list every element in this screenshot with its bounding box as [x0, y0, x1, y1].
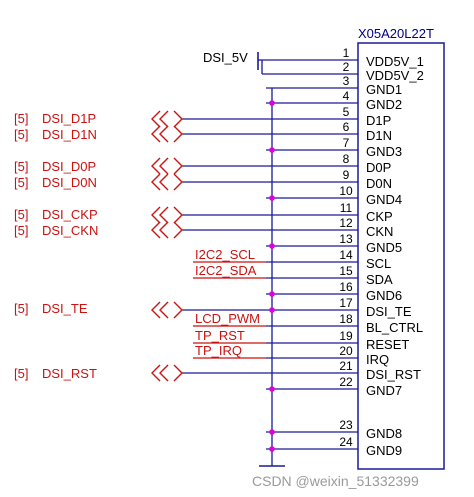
pin-name: CKP: [366, 209, 393, 224]
pin-name: D1N: [366, 128, 392, 143]
pin-number: 19: [339, 329, 353, 343]
pin-name: VDD5V_2: [366, 68, 424, 83]
pin-number: 21: [339, 359, 353, 373]
pin-name: SDA: [366, 272, 393, 287]
port-chevron-symbol: [151, 110, 183, 128]
junction-dot: [269, 429, 275, 435]
pin-number: 22: [339, 375, 353, 389]
wires-layer: [182, 59, 358, 467]
port-net-name: DSI_D0P: [42, 159, 96, 174]
port-chevron-symbol: [151, 206, 183, 224]
port-net-name: DSI_CKN: [42, 223, 98, 238]
pin-name: GND5: [366, 240, 402, 255]
junction-dot: [269, 386, 275, 392]
net-label: LCD_PWM: [195, 311, 260, 326]
port-chevron-symbol: [151, 125, 183, 143]
net-ports-layer: [5] DSI_D1P [5] DSI_D1N [5] DSI_D0P [5] DSI_D0N…: [14, 110, 183, 382]
pin-name: GND3: [366, 144, 402, 159]
pin-number: 18: [339, 312, 353, 326]
pin-name: DSI_RST: [366, 367, 421, 382]
port-net-name: DSI_TE: [42, 301, 88, 316]
net-label: I2C2_SCL: [195, 247, 255, 262]
port-ref: [5]: [14, 207, 28, 222]
port-chevron-symbol: [151, 157, 183, 175]
pin-number: 6: [343, 120, 350, 134]
port-ref: [5]: [14, 366, 28, 381]
junction-dot: [269, 446, 275, 452]
junction-dot: [269, 100, 275, 106]
pin-number: 2: [343, 60, 350, 74]
pin-number: 12: [339, 216, 353, 230]
power-symbol: DSI_5V: [203, 50, 262, 70]
pin-number: 20: [339, 344, 353, 358]
pin-name: GND6: [366, 288, 402, 303]
pin-number: 9: [343, 168, 350, 182]
net-label: I2C2_SDA: [195, 263, 257, 278]
pin-number: 8: [343, 152, 350, 166]
junction-dot: [269, 291, 275, 297]
pin-name: GND2: [366, 97, 402, 112]
pin-number: 14: [339, 248, 353, 262]
port-chevron-symbol: [151, 364, 183, 382]
port-net-name: DSI_CKP: [42, 207, 98, 222]
pin-number: 5: [343, 105, 350, 119]
pin-name: D0N: [366, 176, 392, 191]
junction-dot: [269, 147, 275, 153]
port-chevron-symbol: [151, 301, 183, 319]
pin-number: 3: [343, 74, 350, 88]
junction-dot: [269, 243, 275, 249]
net-label: TP_IRQ: [195, 343, 242, 358]
pin-number: 23: [339, 418, 353, 432]
pin-number: 16: [339, 280, 353, 294]
port-chevron-symbol: [151, 221, 183, 239]
port-ref: [5]: [14, 175, 28, 190]
watermark-text: CSDN @weixin_51332399: [252, 473, 419, 489]
pin-name: D0P: [366, 160, 391, 175]
connector-body: [357, 42, 445, 470]
pin-name: GND1: [366, 82, 402, 97]
port-ref: [5]: [14, 159, 28, 174]
net-label: TP_RST: [195, 328, 245, 343]
port-chevron-symbol: [151, 173, 183, 191]
pin-number: 13: [339, 232, 353, 246]
port-net-name: DSI_D1P: [42, 111, 96, 126]
junction-dot: [269, 195, 275, 201]
port-net-name: DSI_D0N: [42, 175, 97, 190]
port-ref: [5]: [14, 223, 28, 238]
pin-name: IRQ: [366, 352, 389, 367]
pin-number: 10: [339, 184, 353, 198]
pin-name: RESET: [366, 337, 409, 352]
pin-name: GND8: [366, 426, 402, 441]
pin-number: 4: [343, 89, 350, 103]
pin-number: 24: [339, 435, 353, 449]
pin-name: VDD5V_1: [366, 54, 424, 69]
port-net-name: DSI_RST: [42, 366, 97, 381]
pin-number: 7: [343, 136, 350, 150]
pin-name: GND7: [366, 383, 402, 398]
pin-name: D1P: [366, 113, 391, 128]
pin-name: SCL: [366, 256, 391, 271]
port-ref: [5]: [14, 111, 28, 126]
pin-number: 11: [340, 201, 353, 215]
junction-dot: [269, 307, 275, 313]
pin-name: GND4: [366, 192, 402, 207]
pin-name: BL_CTRL: [366, 320, 423, 335]
power-net-label: DSI_5V: [203, 50, 248, 65]
pin-name: DSI_TE: [366, 304, 412, 319]
pin-number: 15: [339, 264, 353, 278]
port-ref: [5]: [14, 301, 28, 316]
port-ref: [5]: [14, 127, 28, 142]
pin-number: 1: [343, 46, 350, 60]
pin-name: GND9: [366, 443, 402, 458]
pin-number: 17: [339, 296, 353, 310]
port-net-name: DSI_D1N: [42, 127, 97, 142]
pin-name: CKN: [366, 224, 393, 239]
part-number-label: X05A20L22T: [358, 26, 434, 41]
